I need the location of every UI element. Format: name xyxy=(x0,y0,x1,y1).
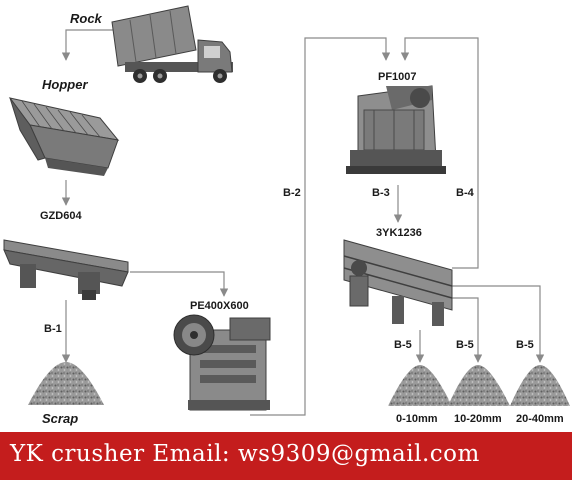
arrow-b5-10-20 xyxy=(450,297,483,363)
line-b2-jaw-to-impact xyxy=(250,37,391,416)
line-b4-screen-return xyxy=(400,37,479,269)
label-hopper: Hopper xyxy=(42,77,88,92)
process-flow-canvas xyxy=(3,5,570,416)
vibrating-screen-icon xyxy=(343,239,453,326)
label-size-20-40: 20-40mm xyxy=(516,413,564,425)
contact-banner: YK crusher Email: ws9309@gmail.com xyxy=(0,432,572,480)
vibrating-feeder-icon xyxy=(3,239,129,300)
label-b3: B-3 xyxy=(372,187,390,199)
label-scrap: Scrap xyxy=(42,411,79,426)
label-b5-20-40: B-5 xyxy=(516,339,534,351)
banner-contact-text: YK crusher Email: ws9309@gmail.com xyxy=(10,441,480,467)
impact-crusher-icon xyxy=(346,85,446,174)
label-b1: B-1 xyxy=(44,323,62,335)
label-rock: Rock xyxy=(70,11,102,26)
arrow-feeder-to-jaw xyxy=(130,271,229,297)
pile-10-20mm-icon xyxy=(448,365,510,406)
pile-0-10mm-icon xyxy=(388,365,452,406)
label-b5-10-20: B-5 xyxy=(456,339,474,351)
label-b5-0-10: B-5 xyxy=(394,339,412,351)
dump-truck-icon xyxy=(111,5,233,83)
jaw-crusher-icon xyxy=(173,314,271,411)
hopper-icon xyxy=(8,97,120,176)
label-jaw-crusher-model: PE400X600 xyxy=(190,300,249,312)
label-screen-model: 3YK1236 xyxy=(376,227,422,239)
label-size-0-10: 0-10mm xyxy=(396,413,438,425)
label-feeder-model: GZD604 xyxy=(40,210,82,222)
arrow-rock-to-hopper xyxy=(61,29,125,61)
label-b2: B-2 xyxy=(283,187,301,199)
label-size-10-20: 10-20mm xyxy=(454,413,502,425)
pile-20-40mm-icon xyxy=(510,365,570,406)
label-b4: B-4 xyxy=(456,187,474,199)
scrap-pile-icon xyxy=(28,362,104,405)
arrow-b5-20-40 xyxy=(452,285,545,363)
label-impact-crusher-model: PF1007 xyxy=(378,71,417,83)
